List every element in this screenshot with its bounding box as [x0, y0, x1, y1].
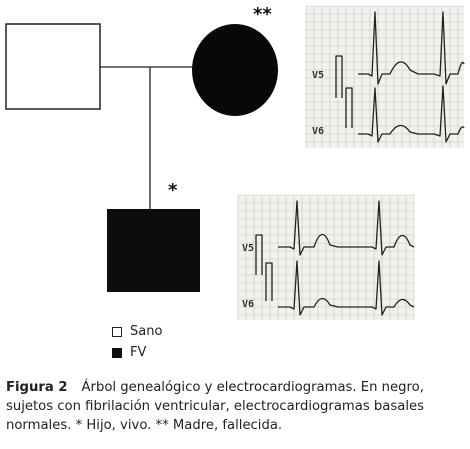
legend-affected: FV	[112, 345, 146, 360]
legend-affected-swatch	[112, 347, 122, 358]
ecg-mother: V5 V6	[305, 5, 465, 148]
ecg-mother-calibration	[335, 55, 353, 128]
ecg-son-lead-top: V5	[242, 243, 254, 254]
ecg-son-trace-bottom	[278, 260, 415, 316]
legend-healthy-swatch	[112, 326, 122, 337]
caption-text: Árbol genealógico y electrocardiogramas.…	[6, 380, 424, 433]
ecg-mother-grid	[305, 5, 464, 148]
mother-circle	[192, 24, 278, 116]
legend-affected-label: FV	[130, 345, 147, 360]
mother-asterisks: **	[253, 4, 272, 25]
son-asterisk: *	[168, 180, 178, 201]
father-square	[5, 23, 101, 110]
ecg-son-lead-bottom: V6	[242, 299, 254, 310]
ecg-son: V5 V6	[237, 194, 415, 320]
son-square	[107, 209, 200, 292]
legend-healthy: Sano	[112, 324, 162, 339]
ecg-mother-lead-top: V5	[312, 70, 324, 81]
ecg-mother-lead-bottom: V6	[312, 126, 324, 137]
legend-healthy-label: Sano	[130, 324, 163, 339]
ecg-son-calibration	[255, 234, 273, 301]
caption-label: Figura 2	[6, 380, 68, 395]
figure-panel: * ** V5 V6 V5 V6	[5, 4, 465, 320]
ecg-son-trace-top	[278, 200, 415, 256]
ecg-mother-trace-bottom	[358, 85, 465, 143]
ecg-mother-trace-top	[358, 11, 465, 85]
ecg-son-grid	[237, 194, 415, 320]
